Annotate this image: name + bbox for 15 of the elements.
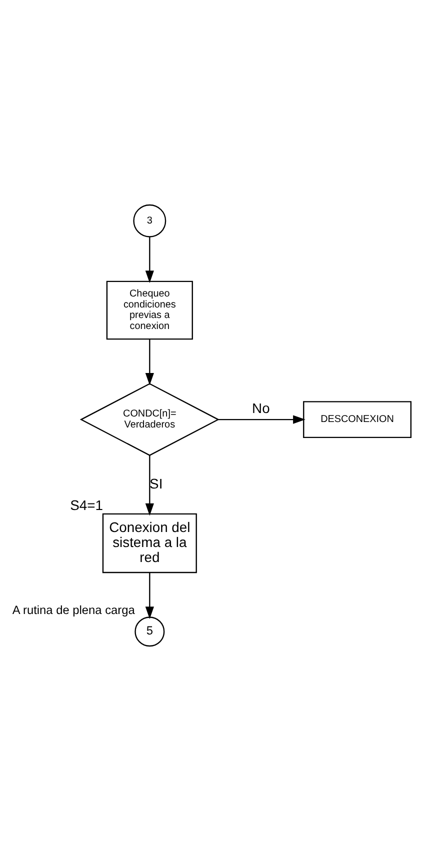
arrow (218, 415, 306, 424)
node-box: Chequeo condiciones previas a conexion (106, 280, 193, 340)
arrow (145, 572, 154, 620)
node-circle: 5 (134, 616, 165, 647)
edge-label: No (252, 400, 270, 416)
edge-label: SI (150, 475, 163, 492)
node-label: S4=1 (70, 497, 103, 514)
node-box: Conexion del sistema a la red (102, 513, 197, 574)
arrow (145, 237, 154, 283)
node-box: DESCONEXION (303, 401, 412, 438)
node-diamond: CONDC[n]= Verdaderos (80, 383, 220, 456)
arrow (145, 339, 154, 386)
arrow (145, 455, 154, 516)
node-circle: 3 (133, 204, 166, 238)
node-label: A rutina de plena carga (12, 602, 135, 617)
